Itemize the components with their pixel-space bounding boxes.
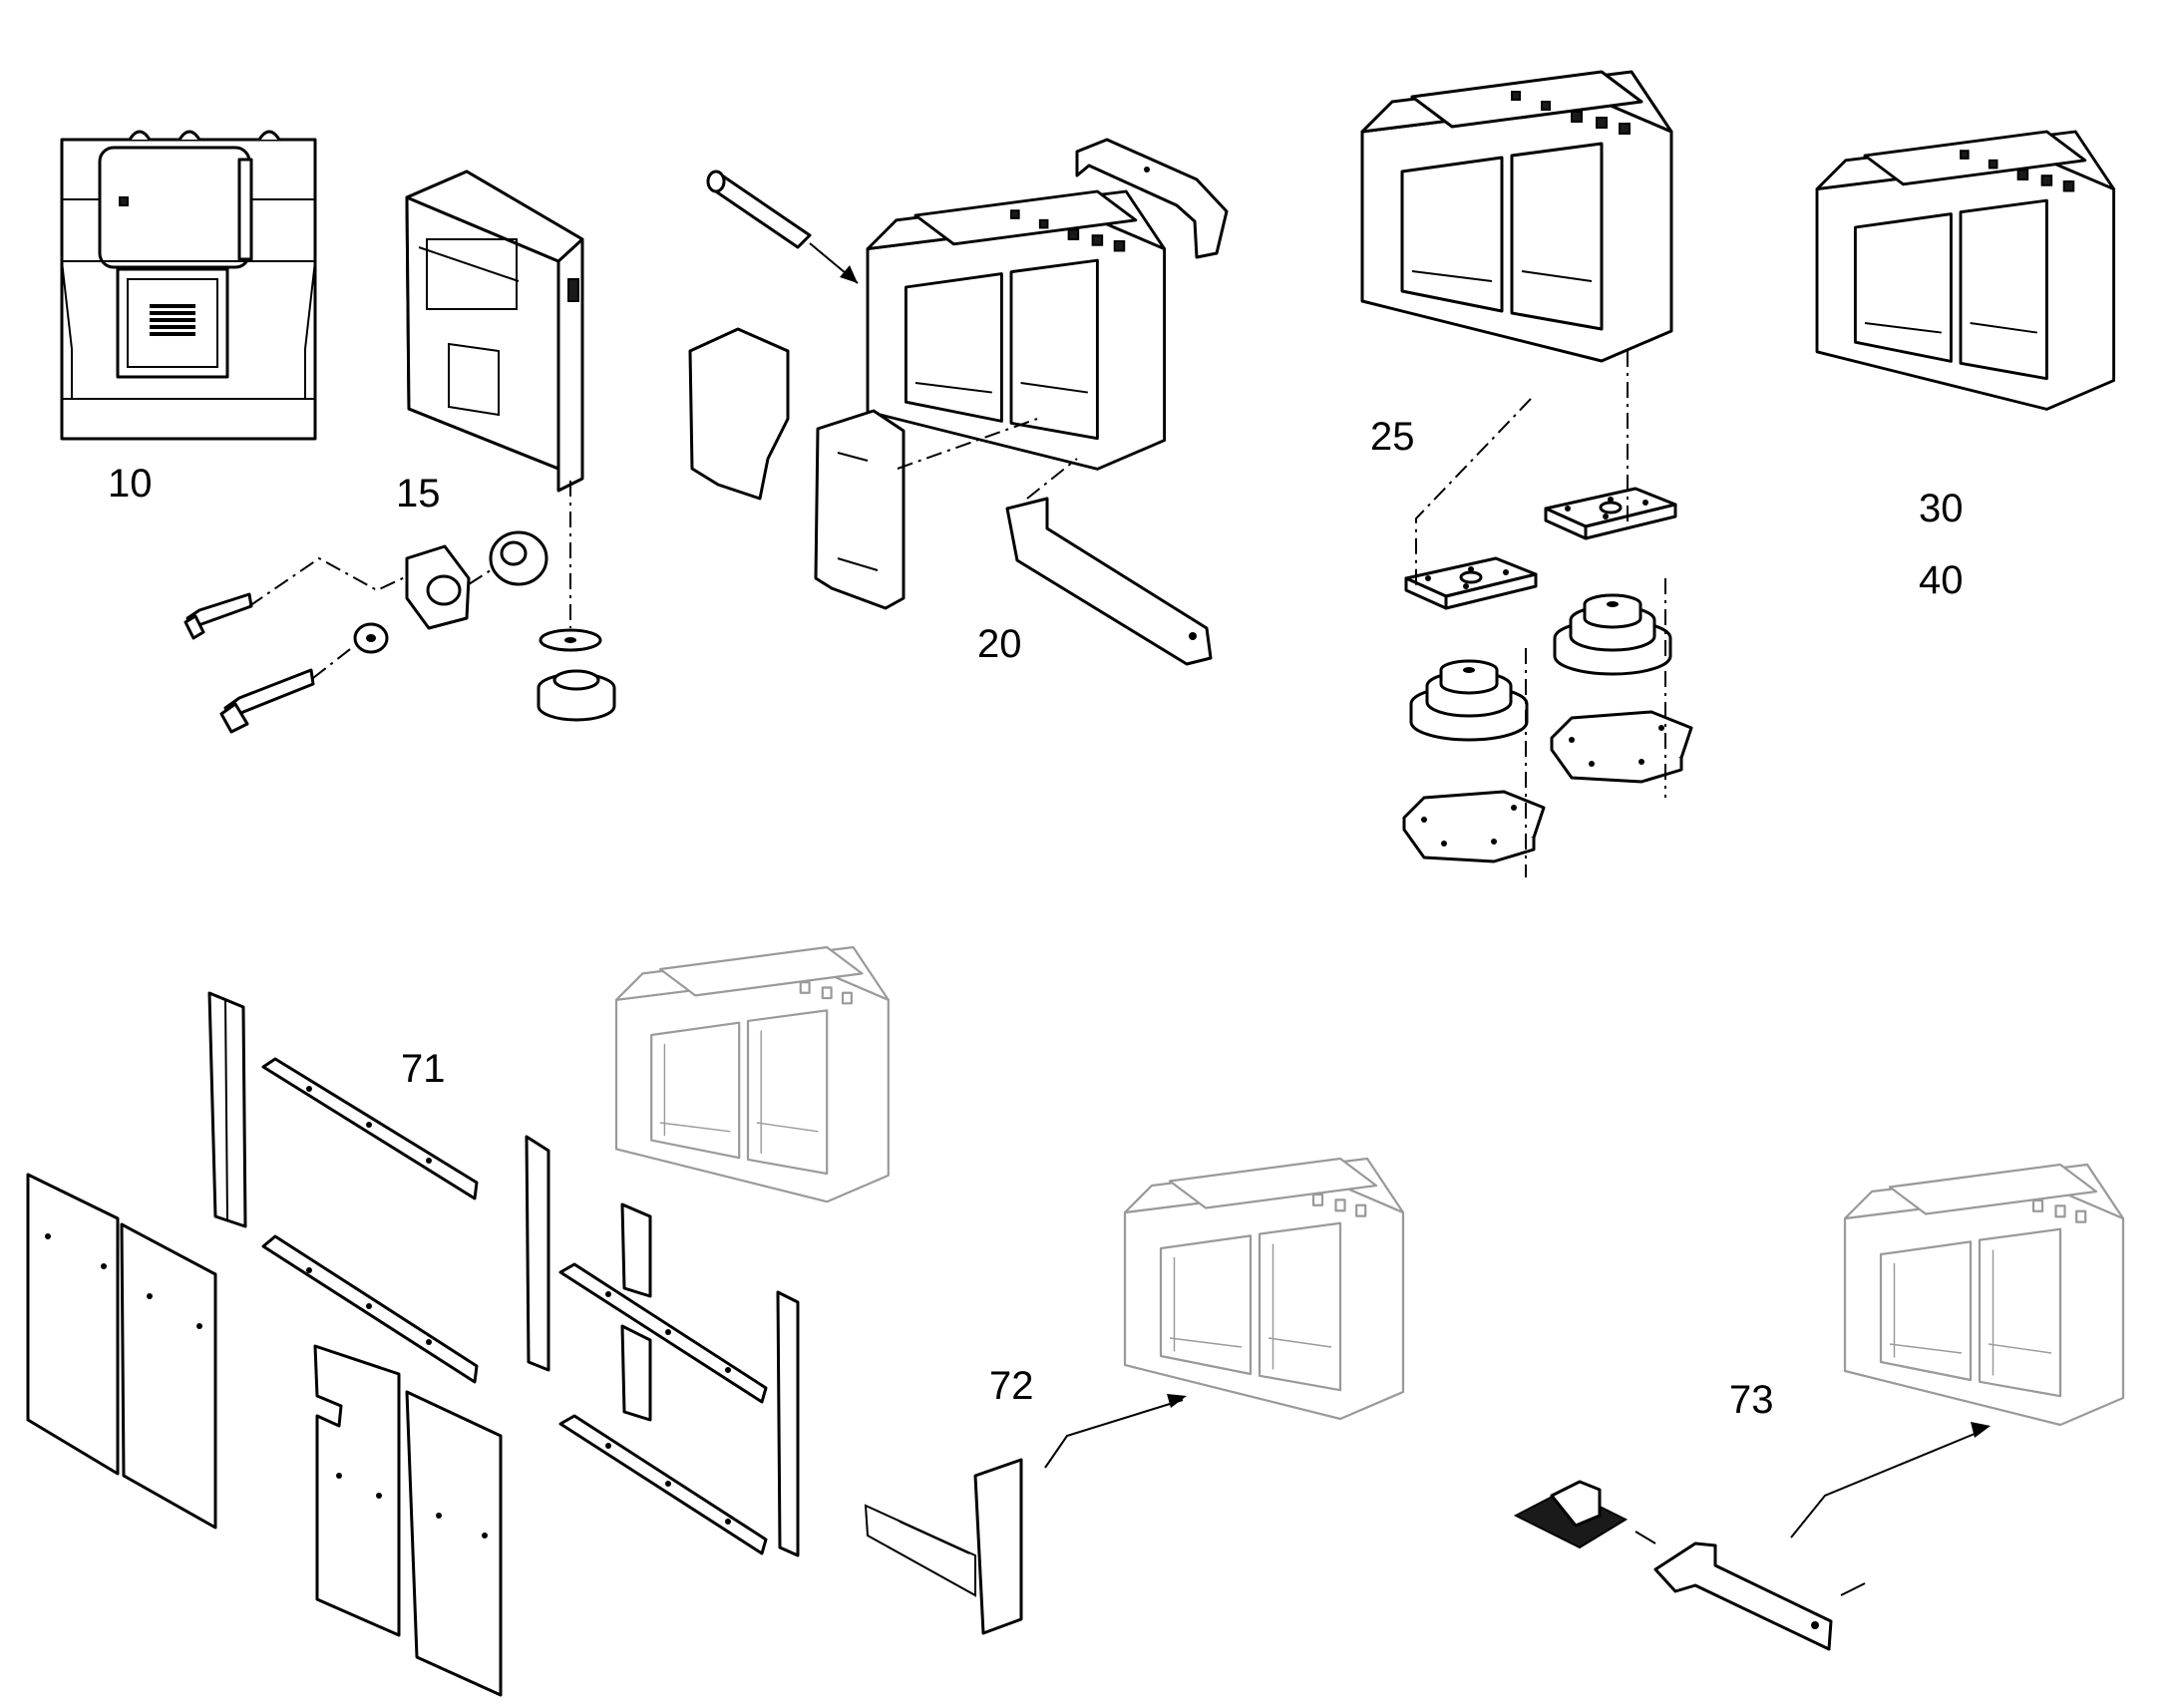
- item-15-enclosure: [183, 170, 616, 734]
- item-10-front-view: [60, 130, 317, 441]
- callout-20: 20: [977, 622, 1022, 666]
- callout-25: 25: [1370, 415, 1415, 459]
- callout-10: 10: [108, 462, 153, 506]
- item-25-housing-with-mounts: [1360, 70, 1693, 877]
- callout-40: 40: [1919, 558, 1964, 602]
- item-73-bracket: [1513, 1163, 2125, 1651]
- callout-72: 72: [989, 1364, 1034, 1408]
- item-20-exploded-housing: [688, 138, 1229, 666]
- callout-15: 15: [396, 472, 441, 515]
- item-30-40-housing: [1815, 130, 2116, 411]
- callout-71: 71: [401, 1047, 446, 1091]
- item-72-bracket: [864, 1157, 1405, 1635]
- callout-30: 30: [1919, 487, 1964, 530]
- callout-73: 73: [1729, 1378, 1774, 1422]
- item-71-panels-and-rails: [26, 945, 890, 1697]
